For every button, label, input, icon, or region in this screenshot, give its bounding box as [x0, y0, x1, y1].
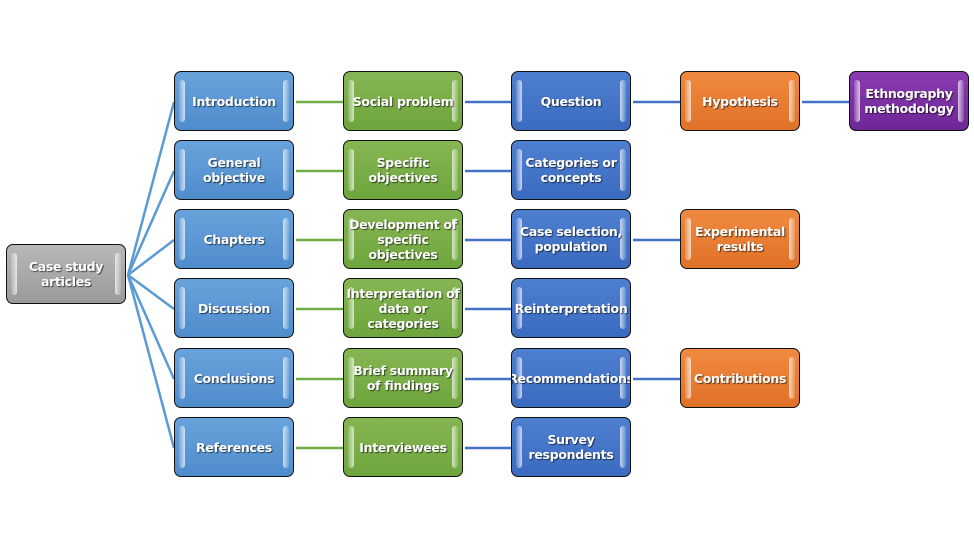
node-introduction[interactable]: Introduction: [174, 71, 294, 131]
node-label: Recommendations: [511, 370, 631, 386]
node-conclusions[interactable]: Conclusions: [174, 348, 294, 408]
node-case-selection-population[interactable]: Case selection, population: [511, 209, 631, 269]
edge-root-to-r2c0: [127, 239, 175, 276]
node-label: References: [196, 439, 272, 455]
node-label: Introduction: [192, 93, 276, 109]
node-label: Survey respondents: [528, 432, 614, 462]
node-recommendations[interactable]: Recommendations: [511, 348, 631, 408]
node-label: Specific objectives: [368, 155, 438, 185]
node-label: Experimental results: [695, 224, 785, 254]
node-development-of-specific-objectives[interactable]: Development of specific objectives: [343, 209, 463, 269]
node-discussion[interactable]: Discussion: [174, 278, 294, 338]
node-label: Development of specific objectives: [349, 216, 457, 262]
node-reinterpretation[interactable]: Reinterpretation: [511, 278, 631, 338]
node-label: Discussion: [197, 300, 271, 316]
node-label: Contributions: [693, 370, 787, 386]
node-interpretation-of-data-or-categories[interactable]: Interpretation of data or categories: [343, 278, 463, 338]
node-survey-respondents[interactable]: Survey respondents: [511, 417, 631, 477]
node-chapters[interactable]: Chapters: [174, 209, 294, 269]
node-label: Conclusions: [193, 370, 275, 386]
node-question[interactable]: Question: [511, 71, 631, 131]
node-specific-objectives[interactable]: Specific objectives: [343, 140, 463, 200]
node-case-study-articles[interactable]: Case study articles: [6, 244, 126, 304]
edge-root-to-r0c0: [126, 101, 176, 276]
node-ethnography-methodology[interactable]: Ethnography methodology: [849, 71, 969, 131]
node-label: Social problem: [352, 93, 454, 109]
node-general-objective[interactable]: General objective: [174, 140, 294, 200]
edge-root-to-r3c0: [127, 273, 175, 311]
node-label: Ethnography methodology: [864, 86, 954, 116]
node-label: Interviewees: [359, 439, 447, 455]
edge-root-to-r1c0: [126, 170, 176, 276]
node-interviewees[interactable]: Interviewees: [343, 417, 463, 477]
edge-root-to-r4c0: [126, 274, 176, 380]
edge-root-to-r5c0: [126, 274, 176, 449]
node-experimental-results[interactable]: Experimental results: [680, 209, 800, 269]
node-categories-or-concepts[interactable]: Categories or concepts: [511, 140, 631, 200]
node-label: Categories or concepts: [525, 155, 617, 185]
node-label: Case study articles: [28, 259, 104, 289]
node-label: Brief summary of findings: [353, 363, 453, 393]
node-label: General objective: [203, 155, 265, 185]
node-label: Interpretation of data or categories: [346, 285, 460, 331]
node-social-problem[interactable]: Social problem: [343, 71, 463, 131]
node-label: Question: [540, 93, 602, 109]
node-brief-summary-of-findings[interactable]: Brief summary of findings: [343, 348, 463, 408]
node-label: Reinterpretation: [514, 300, 628, 316]
node-label: Hypothesis: [702, 93, 778, 109]
node-label: Chapters: [203, 231, 265, 247]
node-hypothesis[interactable]: Hypothesis: [680, 71, 800, 131]
node-contributions[interactable]: Contributions: [680, 348, 800, 408]
node-label: Case selection, population: [520, 224, 622, 254]
node-references[interactable]: References: [174, 417, 294, 477]
